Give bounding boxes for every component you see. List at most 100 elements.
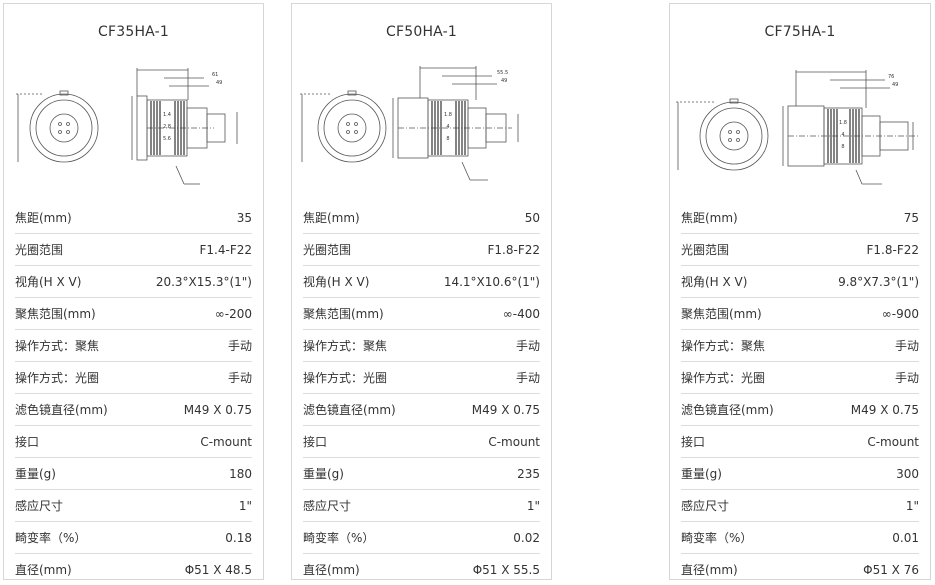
spec-row: 聚焦范围(mm) ∞-900 <box>681 298 919 330</box>
spec-label: 操作方式：光圈 <box>15 371 100 385</box>
spec-value: F1.4-F22 <box>199 242 253 257</box>
spec-label: 光圈范围 <box>681 243 730 257</box>
spec-label: 操作方式：聚焦 <box>303 339 388 353</box>
spec-label: 视角(H X V) <box>303 275 370 289</box>
spec-row: 直径(mm)Φ51 X 48.5 <box>15 554 252 585</box>
spec-row: 视角(H X V)9.8°X7.3°(1") <box>681 266 919 298</box>
spec-value: C-mount <box>488 434 540 449</box>
spec-row: 接口 C-mount <box>303 426 540 458</box>
lens-drawing: 1.8 4 8 76 49 <box>676 70 920 185</box>
svg-text:2.8: 2.8 <box>163 124 171 130</box>
svg-text:1.8: 1.8 <box>839 120 847 126</box>
spec-row: 滤色镜直径(mm)M49 X 0.75 <box>15 394 252 426</box>
spec-label: 直径(mm) <box>681 563 738 577</box>
product-card-cf50ha-1: CF50HA-1 <box>291 3 552 580</box>
spec-label: 感应尺寸 <box>303 499 352 513</box>
spec-label: 接口 <box>303 435 328 449</box>
svg-text:1.4: 1.4 <box>163 112 171 118</box>
spec-value: 20.3°X15.3°(1") <box>155 274 252 289</box>
spec-label: 聚焦范围(mm) <box>15 307 96 321</box>
spec-row: 焦距(mm) 75 <box>681 202 919 234</box>
card-title: CF35HA-1 <box>98 24 169 40</box>
spec-row: 畸变率（%） 0.02 <box>303 522 540 554</box>
spec-row: 操作方式：光圈手动 <box>681 362 919 394</box>
spec-value: Φ51 X 55.5 <box>472 562 540 577</box>
spec-value: 0.02 <box>513 530 540 545</box>
spec-row: 接口 C-mount <box>15 426 252 458</box>
svg-text:49: 49 <box>501 78 507 84</box>
card-title: CF75HA-1 <box>764 24 836 40</box>
spec-row: 聚焦范围(mm) ∞-200 <box>15 298 252 330</box>
spec-label: 接口 <box>15 435 40 449</box>
spec-value: 手动 <box>515 339 540 353</box>
spec-value: C-mount <box>200 434 252 449</box>
spec-row: 直径(mm)Φ51 X 55.5 <box>303 554 540 585</box>
spec-value: 手动 <box>227 339 252 353</box>
svg-text:49: 49 <box>892 82 898 88</box>
svg-text:1.8: 1.8 <box>444 112 452 118</box>
svg-text:8: 8 <box>841 144 844 150</box>
spec-label: 视角(H X V) <box>681 275 748 289</box>
spec-value: F1.8-F22 <box>487 242 541 257</box>
spec-value: 14.1°X10.6°(1") <box>443 274 540 289</box>
spec-label: 光圈范围 <box>15 243 64 257</box>
svg-text:4: 4 <box>841 132 844 138</box>
spec-label: 操作方式：聚焦 <box>15 339 100 353</box>
spec-label: 操作方式：光圈 <box>681 371 766 385</box>
spec-label: 视角(H X V) <box>15 275 82 289</box>
svg-text:8: 8 <box>446 136 449 142</box>
spec-row: 重量(g)180 <box>15 458 252 490</box>
spec-value: M49 X 0.75 <box>850 402 919 417</box>
spec-value: 50 <box>524 210 540 225</box>
spec-table: 焦距(mm) 50 光圈范围 F1.8-F22 视角(H X V) 14.1°X10.… <box>303 202 540 585</box>
spec-value: 235 <box>517 466 540 481</box>
product-card-cf75ha-1: CF75HA-1 <box>669 3 931 580</box>
spec-row: 操作方式：聚焦 手动 <box>15 330 252 362</box>
spec-value: 手动 <box>515 371 540 385</box>
spec-value: 300 <box>896 466 919 481</box>
lens-drawing: 1.4 2.8 5.6 61 49 <box>16 68 238 185</box>
spec-label: 焦距(mm) <box>303 211 360 225</box>
spec-row: 操作方式：聚焦手动 <box>681 330 919 362</box>
spec-value: 1" <box>526 498 540 513</box>
spec-table: 焦距(mm) 35 光圈范围 F1.4-F22 视角(H X V) 20.3°X15.… <box>15 202 252 585</box>
spec-label: 光圈范围 <box>303 243 352 257</box>
spec-value: C-mount <box>867 434 919 449</box>
spec-label: 滤色镜直径(mm) <box>303 403 396 417</box>
spec-label: 畸变率（%） <box>303 531 375 545</box>
svg-text:61: 61 <box>212 72 218 78</box>
spec-value: ∞-200 <box>214 306 252 321</box>
spec-value: 手动 <box>227 371 252 385</box>
spec-row: 滤色镜直径(mm) M49 X 0.75 <box>303 394 540 426</box>
spec-value: 35 <box>236 210 252 225</box>
spec-label: 畸变率（%） <box>15 531 87 545</box>
spec-label: 焦距(mm) <box>681 211 738 225</box>
svg-text:76: 76 <box>888 74 894 80</box>
spec-label: 感应尺寸 <box>681 499 730 513</box>
spec-value: ∞-900 <box>881 306 919 321</box>
spec-row: 直径(mm)Φ51 X 76 <box>681 554 919 585</box>
spec-row: 焦距(mm) 50 <box>303 202 540 234</box>
svg-text:5.6: 5.6 <box>163 136 171 142</box>
spec-row: 重量(g) 235 <box>303 458 540 490</box>
spec-value: 1" <box>238 498 252 513</box>
spec-label: 重量(g) <box>303 467 344 481</box>
spec-value: M49 X 0.75 <box>183 402 252 417</box>
spec-row: 操作方式：光圈 手动 <box>15 362 252 394</box>
product-card-cf35ha-1: CF35HA-1 <box>3 3 264 580</box>
spec-label: 滤色镜直径(mm) <box>681 403 774 417</box>
spec-label: 聚焦范围(mm) <box>681 307 762 321</box>
spec-value: M49 X 0.75 <box>471 402 540 417</box>
spec-value: 75 <box>903 210 919 225</box>
spec-value: ∞-400 <box>502 306 540 321</box>
spec-label: 焦距(mm) <box>15 211 72 225</box>
spec-row: 感应尺寸 1" <box>15 490 252 522</box>
spec-label: 操作方式：聚焦 <box>681 339 766 353</box>
spec-row: 光圈范围 F1.4-F22 <box>15 234 252 266</box>
spec-label: 感应尺寸 <box>15 499 64 513</box>
spec-label: 直径(mm) <box>15 563 72 577</box>
